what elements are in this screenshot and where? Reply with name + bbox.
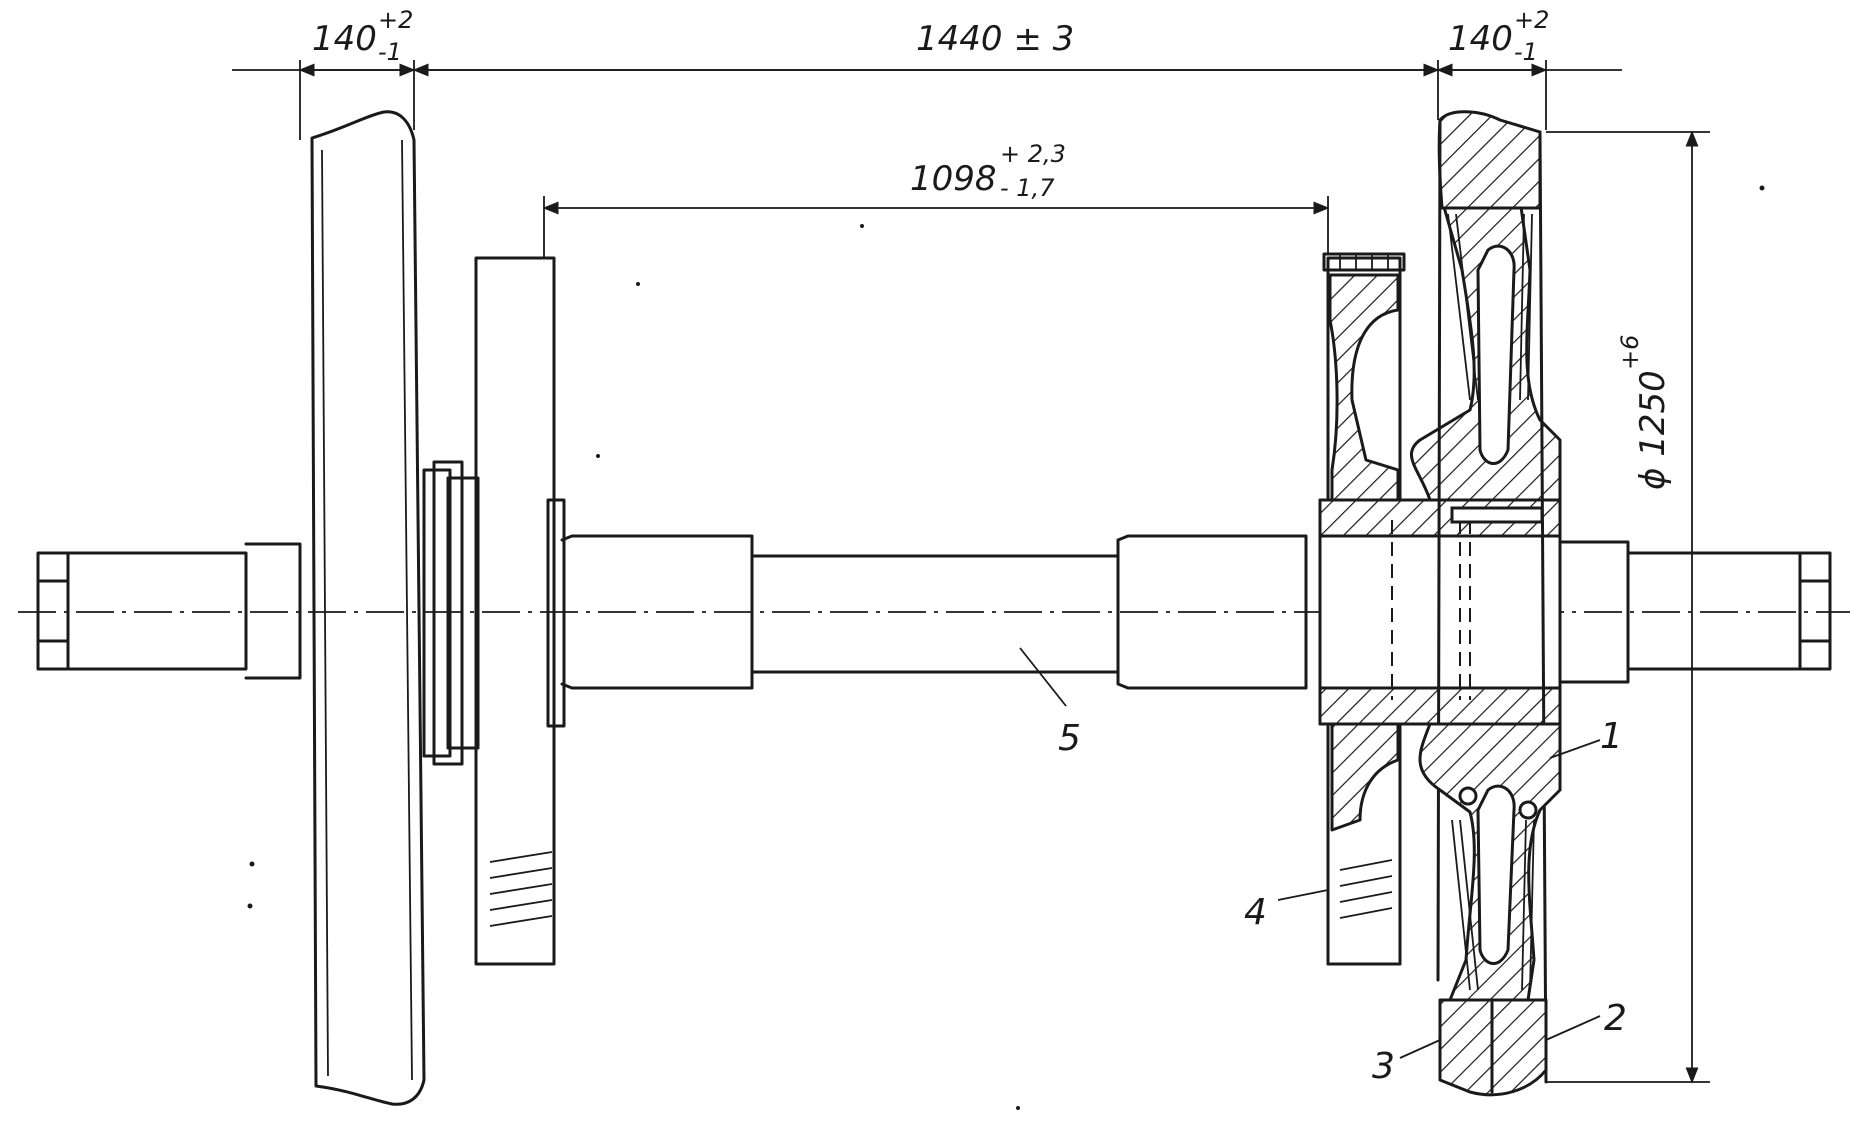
left-gear-body	[474, 256, 556, 966]
callout-5: 5	[1058, 718, 1081, 759]
right-wheel	[1318, 110, 1562, 1097]
left-wheel-seat	[244, 542, 302, 680]
dim-left-rim: 140 +2 -1	[312, 6, 413, 66]
left-axle-nut	[36, 551, 70, 671]
dim-left-rim-value: 140	[312, 19, 377, 59]
dim-diameter-value: ϕ 1250	[1633, 370, 1673, 490]
dim-diameter: ϕ 1250 +6	[1616, 335, 1673, 490]
axle	[18, 534, 1850, 690]
dim-right-rim-value: 140	[1448, 19, 1513, 59]
left-wheel-hub	[422, 468, 452, 758]
dim-diameter-tol: +6	[1616, 335, 1644, 370]
callout-1: 1	[1600, 716, 1623, 757]
callouts: 1 2 3 4 5	[1019, 647, 1627, 1087]
wheel-tyre-upper	[1437, 110, 1542, 210]
callout-3: 3	[1372, 1046, 1395, 1087]
right-axle-nut	[1798, 551, 1832, 671]
wheel-window-lower	[1476, 784, 1516, 965]
dim-left-rim-lower-tol: -1	[378, 38, 402, 66]
left-gear-hub	[546, 498, 566, 728]
dim-inner-lower-tol: - 1,7	[1000, 174, 1055, 202]
right-journal	[1626, 551, 1802, 671]
dim-gauge-value: 1440 ± 3	[916, 19, 1074, 59]
callout-2: 2	[1604, 998, 1627, 1039]
callout-4: 4	[1244, 892, 1267, 933]
wheel-window-upper	[1476, 244, 1516, 465]
dim-right-rim-upper-tol: +2	[1514, 6, 1549, 34]
hub-bolt	[1450, 506, 1544, 524]
right-gear-lower-section	[1330, 720, 1400, 832]
dim-right-rim-lower-tol: -1	[1514, 38, 1538, 66]
left-gear-disc	[474, 256, 566, 966]
left-journal	[66, 551, 248, 671]
axle-right-section	[1116, 534, 1308, 690]
left-wheel-rim	[310, 110, 426, 1106]
dimension-lines	[232, 60, 1710, 1084]
dim-left-rim-upper-tol: +2	[378, 6, 413, 34]
right-gear-upper-section	[1328, 273, 1400, 502]
scan-specks	[247, 185, 1765, 1110]
left-wheel	[310, 110, 480, 1106]
dim-inner-value: 1098	[910, 159, 997, 199]
dim-inner: 1098 + 2,3 - 1,7	[910, 140, 1066, 202]
dim-right-rim: 140 +2 -1	[1448, 6, 1549, 66]
dim-inner-upper-tol: + 2,3	[1000, 140, 1066, 168]
